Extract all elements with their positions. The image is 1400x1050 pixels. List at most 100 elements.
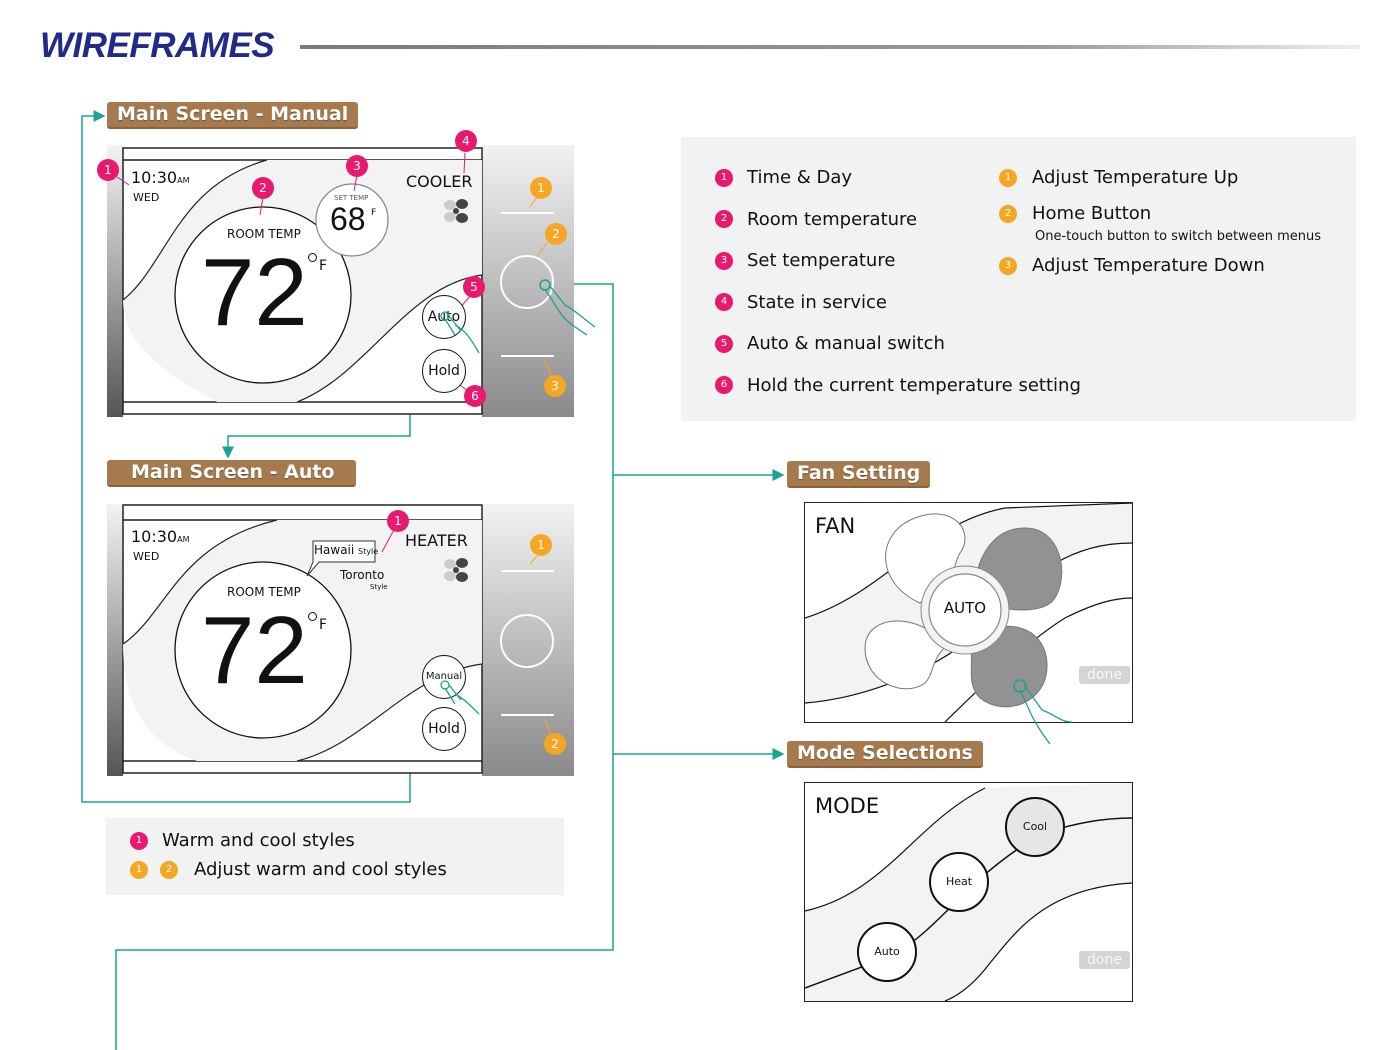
temp-up-button-auto[interactable] — [501, 561, 554, 581]
legend-label: Adjust Temperature Down — [1032, 255, 1265, 276]
style-hawaii-option[interactable]: Hawaii Style — [314, 543, 378, 557]
ampm-value: AM — [177, 176, 190, 185]
mode-done-button[interactable]: done — [1079, 951, 1130, 969]
degree-icon — [308, 253, 317, 262]
legend-label: Time & Day — [747, 167, 853, 189]
section-label-fan: Fan Setting — [787, 461, 931, 488]
legend-label: Auto & manual switch — [747, 333, 945, 355]
auto-button[interactable]: Auto — [422, 295, 466, 339]
state-label: COOLER — [406, 172, 473, 191]
badge-state: 4 — [455, 130, 477, 152]
temp-down-button[interactable] — [501, 346, 554, 366]
legend-badge: 2 — [999, 204, 1017, 223]
thermostat-auto: 10:30AM WED ROOM TEMP 72 F Hawaii Style … — [107, 504, 574, 776]
badge-auto-switch: 5 — [463, 276, 485, 298]
legend-label: Hold the current temperature setting — [747, 374, 1081, 396]
legend-label: State in service — [747, 291, 887, 313]
degree-icon-auto — [308, 612, 317, 621]
thermostat-manual: 10:30AM WED ROOM TEMP 72 F SET TEMP 68 F… — [97, 130, 596, 417]
legend-badge: 1 — [999, 168, 1017, 187]
legend-auto-row: 1 Warm and cool styles — [130, 830, 355, 851]
time-display: 10:30AM — [131, 168, 189, 187]
time-value: 10:30 — [131, 168, 178, 187]
temp-up-button[interactable] — [501, 203, 554, 223]
fan-blade-1[interactable] — [860, 508, 970, 593]
badge-room-temp: 2 — [252, 177, 274, 199]
style-toronto-option[interactable]: Toronto — [340, 568, 384, 582]
set-temp-label: SET TEMP — [334, 194, 369, 202]
badge-adjust-style-down: 2 — [544, 733, 566, 755]
legend-badge: 1 — [130, 860, 148, 879]
legend-label: Home Button — [1032, 203, 1152, 224]
legend-badge: 3 — [999, 256, 1017, 275]
legend-item: 5 Auto & manual switch — [715, 323, 1081, 365]
legend-badge: 5 — [715, 334, 733, 353]
title-divider — [300, 45, 1360, 49]
set-temp-unit: F — [371, 208, 377, 218]
ampm-value-auto: AM — [177, 535, 190, 544]
style-hawaii-name: Hawaii — [314, 543, 355, 557]
room-temp-value: 72 — [201, 239, 308, 346]
page-title: WIREFRAMES — [40, 26, 275, 65]
section-label-manual: Main Screen - Manual — [107, 102, 359, 129]
temp-down-button-auto[interactable] — [501, 705, 554, 725]
home-button-auto[interactable] — [501, 615, 553, 667]
legend-item: 1 Adjust Temperature Up — [999, 157, 1321, 199]
legend-badge: 1 — [715, 168, 733, 187]
room-temp-unit: F — [319, 258, 328, 274]
legend-badge: 1 — [130, 831, 148, 850]
badge-set-temp: 3 — [346, 155, 368, 177]
fan-blade-3[interactable] — [863, 615, 953, 693]
state-label-auto: HEATER — [405, 531, 468, 550]
fan-blade-2[interactable] — [975, 525, 1065, 615]
badge-hold: 6 — [464, 385, 486, 407]
section-label-auto: Main Screen - Auto — [107, 460, 357, 487]
legend-label: Adjust warm and cool styles — [194, 859, 447, 880]
fan-done-button[interactable]: done — [1079, 666, 1130, 684]
manual-button[interactable]: Manual — [422, 655, 466, 699]
room-temp-label: ROOM TEMP — [227, 227, 301, 241]
badge-time-day: 1 — [97, 159, 119, 181]
fan-icon-auto — [444, 558, 468, 582]
legend-label: Warm and cool styles — [162, 830, 355, 851]
section-label-mode: Mode Selections — [787, 741, 983, 768]
time-display-auto: 10:30AM — [131, 527, 189, 546]
legend-badge: 2 — [715, 210, 733, 229]
legend-sublabel: One-touch button to switch between menus — [1035, 228, 1322, 244]
style-toronto-name: Toronto — [340, 568, 385, 582]
legend-item: 6 Hold the current temperature setting — [715, 365, 1081, 407]
legend-label: Set temperature — [747, 250, 896, 272]
hold-button[interactable]: Hold — [422, 349, 466, 393]
fan-touch-hand-icon — [1013, 679, 1073, 745]
fan-title: FAN — [815, 514, 856, 538]
legend-item: 3 Set temperature — [715, 240, 1081, 282]
hold-button-auto[interactable]: Hold — [422, 707, 466, 751]
legend-main: 1 Time & Day 2 Room temperature 3 Set tempe… — [681, 137, 1356, 421]
legend-item: 3 Adjust Temperature Down — [999, 251, 1321, 281]
mode-screen: MODE Auto Heat Cool done — [804, 782, 1133, 1002]
legend-auto-row: 1 2 Adjust warm and cool styles — [130, 859, 447, 880]
legend-badge: 3 — [715, 251, 733, 270]
home-touch-hand-icon — [539, 279, 596, 336]
connector-home-to-fan — [115, 283, 614, 1050]
style-hawaii-suffix: Style — [358, 547, 379, 556]
mode-option-heat[interactable]: Heat — [929, 852, 989, 912]
room-temp-label-auto: ROOM TEMP — [227, 585, 301, 599]
mode-option-cool-selected[interactable]: Cool — [1005, 797, 1065, 857]
mode-title: MODE — [815, 794, 880, 818]
legend-badge: 6 — [715, 376, 733, 395]
legend-item: 1 Time & Day — [715, 157, 1081, 199]
badge-adjust-style-up: 1 — [530, 534, 552, 556]
time-value-auto: 10:30 — [131, 527, 178, 546]
mode-option-auto[interactable]: Auto — [857, 922, 917, 982]
room-temp-value-auto: 72 — [201, 597, 308, 704]
fan-auto-center-button[interactable]: AUTO — [943, 599, 987, 617]
legend-label: Room temperature — [747, 208, 918, 230]
badge-styles: 1 — [387, 510, 409, 532]
fan-icon — [444, 199, 468, 223]
legend-label: Adjust Temperature Up — [1032, 167, 1239, 189]
day-display: WED — [133, 191, 160, 204]
badge-temp-up: 1 — [530, 177, 552, 199]
legend-left-list: 1 Time & Day 2 Room temperature 3 Set tempe… — [715, 157, 1081, 406]
